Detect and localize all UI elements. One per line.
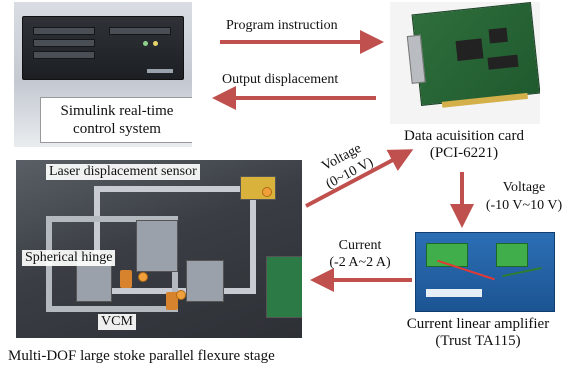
vcm-marker [176,290,186,300]
simulink-label-box: Simulink real-time control system [40,97,192,143]
spherical-hinge-marker [138,272,148,282]
current-label-line2: (-2 A~2 A) [329,255,391,270]
spherical-hinge-label: Spherical hinge [22,250,116,266]
output-displacement-label: Output displacement [222,72,339,87]
laser-sensor-marker [262,187,272,197]
daq-card-photo [390,2,540,124]
amplifier-label-line2: (Trust TA115) [435,333,521,349]
voltage2-label-line2: (-10 V~10 V) [485,198,563,213]
amplifier-label-line1: Current linear amplifier [406,316,550,332]
simulink-label-line1: Simulink real-time [60,103,174,119]
voltage2-label-line1: Voltage [502,180,546,195]
laser-sensor-label: Laser displacement sensor [46,164,200,180]
daq-label-line1: Data acuisition card [404,128,524,144]
pc-chassis [22,16,184,80]
current-label-line1: Current [338,238,382,253]
stage-caption: Multi-DOF large stoke parallel flexure s… [8,348,275,364]
realtime-computer-photo: Simulink real-time control system [14,2,192,147]
arrow-voltage-0-10 [305,149,414,208]
program-instruction-label: Program instruction [226,18,338,33]
daq-label-line2: (PCI-6221) [429,145,499,161]
simulink-label-line2: control system [73,121,161,137]
vcm-label: VCM [98,314,136,330]
amplifier-photo [415,232,555,312]
flexure-stage-photo [16,160,302,338]
